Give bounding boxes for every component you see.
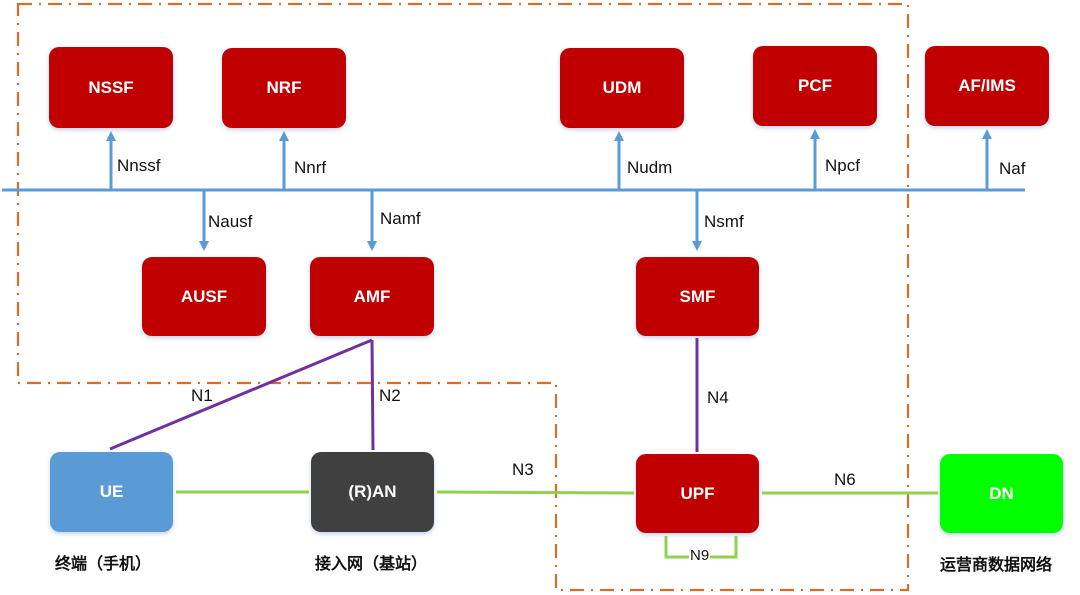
- ausf-node: AUSF: [142, 257, 266, 336]
- amf-label: AMF: [353, 286, 391, 306]
- pcf-node: PCF: [753, 46, 877, 126]
- nrf-label: NRF: [266, 78, 302, 97]
- nssf-label: NSSF: [88, 77, 134, 97]
- nudm-label: Nudm: [627, 158, 673, 177]
- naf-label: Naf: [999, 159, 1026, 178]
- n2-link: [370, 339, 375, 451]
- n3-label: N3: [512, 460, 534, 479]
- namf-label: Namf: [380, 209, 421, 228]
- nssf-node: NSSF: [49, 47, 173, 128]
- n3-link: [436, 490, 635, 495]
- amf-node: AMF: [310, 257, 434, 336]
- upf-node: UPF: [636, 454, 759, 533]
- ausf-label: AUSF: [180, 286, 228, 306]
- ue-caption: 终端（手机）: [55, 554, 152, 573]
- nsmf-label: Nsmf: [704, 212, 744, 231]
- ran-node: (R)AN: [311, 452, 434, 532]
- n6-label: N6: [834, 470, 856, 489]
- pcf-label: PCF: [798, 76, 832, 95]
- ran-caption: 接入网（基站）: [315, 554, 428, 573]
- upf-label: UPF: [680, 483, 715, 503]
- smf-node: SMF: [636, 257, 759, 336]
- n1-link: [109, 338, 373, 451]
- dn-label: DN: [989, 483, 1014, 503]
- n4-label: N4: [707, 388, 729, 407]
- af-ims-label: AF/IMS: [958, 76, 1016, 95]
- udm-node: UDM: [560, 48, 684, 128]
- nnssf-label: Nnssf: [117, 156, 161, 175]
- nnrf-label: Nnrf: [294, 158, 327, 177]
- ue-node: UE: [50, 452, 173, 532]
- n2-label: N2: [379, 386, 401, 405]
- core-network-boundary: [16, 2, 910, 592]
- nrf-node: NRF: [222, 48, 346, 128]
- udm-label: UDM: [602, 78, 642, 97]
- npcf-label: Npcf: [825, 156, 860, 175]
- dn-node: DN: [940, 454, 1063, 533]
- smf-label: SMF: [679, 286, 716, 306]
- ue-label: UE: [99, 482, 124, 501]
- dn-caption: 运营商数据网络: [940, 555, 1053, 574]
- nausf-label: Nausf: [208, 212, 253, 231]
- n9-label: N9: [689, 547, 711, 564]
- ran-label: (R)AN: [348, 482, 397, 501]
- n1-label: N1: [191, 386, 213, 405]
- af-ims-node: AF/IMS: [925, 46, 1049, 126]
